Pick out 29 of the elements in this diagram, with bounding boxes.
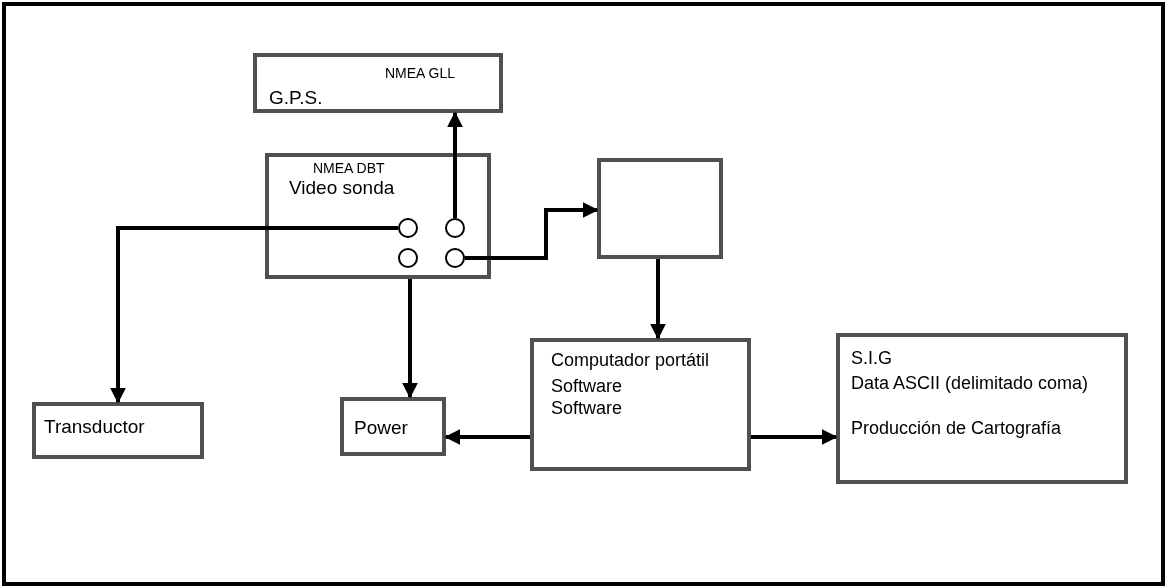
connector-port-circle bbox=[445, 248, 465, 268]
connector-port-circle bbox=[398, 218, 418, 238]
node-text: Transductor bbox=[44, 416, 145, 438]
arrow bbox=[650, 259, 666, 340]
node-text: S.I.G bbox=[851, 348, 892, 369]
connector-port-circle bbox=[445, 218, 465, 238]
node-text: G.P.S. bbox=[269, 87, 323, 109]
device-box bbox=[530, 338, 751, 471]
device-box bbox=[32, 402, 204, 459]
node-text: Data ASCII (delimitado coma) bbox=[851, 372, 1090, 395]
connector-port-circle bbox=[398, 248, 418, 268]
device-box bbox=[836, 333, 1128, 484]
device-box bbox=[265, 153, 491, 279]
node-text: Power bbox=[354, 417, 408, 439]
node-text: NMEA DBT bbox=[313, 160, 385, 176]
arrow bbox=[447, 111, 463, 218]
arrow bbox=[110, 226, 398, 404]
device-box bbox=[597, 158, 723, 259]
device-box bbox=[253, 53, 503, 113]
arrow bbox=[402, 279, 418, 399]
node-text: Video sonda bbox=[289, 177, 395, 199]
node-text: Software bbox=[551, 398, 623, 419]
arrow bbox=[465, 202, 599, 260]
node-text: NMEA GLL bbox=[385, 65, 456, 81]
node-text: Software bbox=[551, 376, 623, 397]
node-text: Producción de Cartografía bbox=[851, 418, 1062, 439]
arrow bbox=[751, 429, 838, 445]
device-box bbox=[340, 397, 446, 456]
node-text: Computador portátil bbox=[551, 350, 710, 371]
